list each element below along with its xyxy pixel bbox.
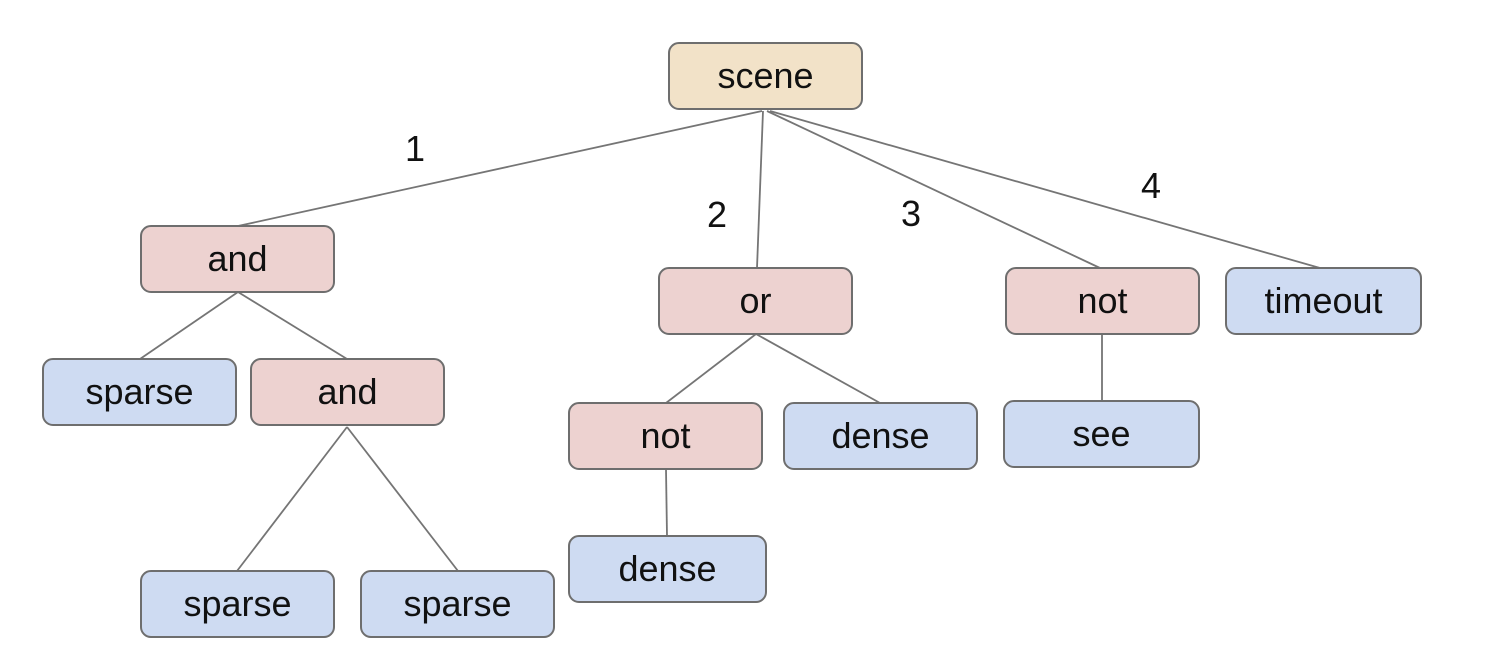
node-label: timeout — [1264, 280, 1383, 321]
node-label: sparse — [183, 583, 292, 624]
node-label: not — [640, 415, 691, 456]
edge-label-4: 4 — [1140, 165, 1162, 206]
node-label: dense — [831, 415, 930, 456]
node-label: sparse — [403, 583, 512, 624]
edge-and2-sparse2 — [346, 426, 459, 572]
node-sparse-1: sparse — [42, 358, 237, 426]
node-and-1: and — [140, 225, 335, 293]
edge-label-2: 2 — [706, 194, 728, 235]
node-label: see — [1072, 413, 1131, 454]
edge-not2-dense — [665, 468, 668, 537]
node-not-1: not — [1005, 267, 1200, 335]
node-and-2: and — [250, 358, 445, 426]
node-scene: scene — [668, 42, 863, 110]
edge-scene-or — [756, 110, 764, 269]
node-label: not — [1077, 280, 1128, 321]
node-label: and — [207, 238, 268, 279]
node-dense-2: dense — [568, 535, 767, 603]
edge-scene-not — [766, 110, 1101, 269]
node-label: scene — [717, 55, 814, 96]
node-label: or — [739, 280, 772, 321]
node-sparse-3: sparse — [360, 570, 555, 638]
edge-label-3: 3 — [900, 193, 922, 234]
node-label: dense — [618, 548, 717, 589]
edge-and-sparse — [139, 291, 239, 360]
node-timeout: timeout — [1225, 267, 1422, 335]
node-label: and — [317, 371, 378, 412]
edge-or-dense — [755, 333, 881, 404]
edge-and2-sparse1 — [236, 426, 348, 572]
edge-scene-timeout — [769, 110, 1321, 269]
node-dense-1: dense — [783, 402, 978, 470]
edge-scene-and — [237, 110, 763, 227]
node-see: see — [1003, 400, 1200, 468]
edge-or-not — [665, 333, 757, 404]
node-label: sparse — [85, 371, 194, 412]
node-or: or — [658, 267, 853, 335]
edge-and-and — [237, 291, 348, 360]
node-sparse-2: sparse — [140, 570, 335, 638]
node-not-2: not — [568, 402, 763, 470]
edge-label-1: 1 — [404, 128, 426, 169]
